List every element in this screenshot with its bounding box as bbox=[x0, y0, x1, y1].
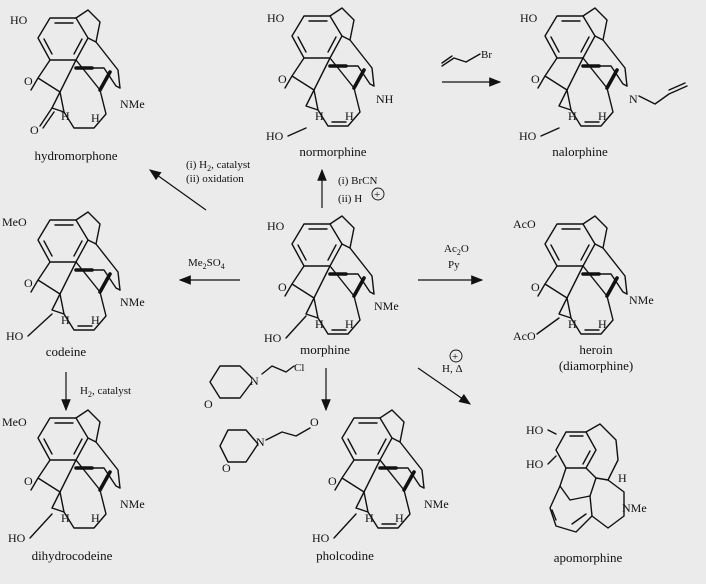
structure-hydromorphone: HO O H H NMe O bbox=[10, 8, 145, 137]
atom-h: H bbox=[315, 109, 324, 123]
structure-normorphine: HO O H H NH HO bbox=[266, 6, 394, 143]
atom-h: H bbox=[91, 511, 100, 525]
atom-h: H bbox=[345, 317, 354, 331]
atom-o-ether: O bbox=[310, 415, 319, 429]
structure-dihydrocodeine: MeO O H H NMe HO bbox=[2, 408, 145, 545]
atom-o: O bbox=[24, 74, 33, 88]
atom-ho: HO bbox=[6, 329, 24, 343]
atom-h: H bbox=[618, 471, 627, 485]
atom-o: O bbox=[278, 72, 287, 86]
label-apomorphine: apomorphine bbox=[554, 550, 623, 565]
atom-n: N bbox=[256, 435, 265, 449]
arrow-to-apomorphine bbox=[417, 367, 471, 405]
atom-nme: NMe bbox=[120, 295, 145, 309]
atom-h: H bbox=[315, 317, 324, 331]
atom-h: H bbox=[61, 511, 70, 525]
reagent-acid-heat: H, Δ bbox=[442, 363, 463, 375]
label-heroin: heroin bbox=[579, 342, 613, 357]
atom-meo: MeO bbox=[2, 415, 27, 429]
atom-nme: NMe bbox=[120, 497, 145, 511]
atom-h: H bbox=[568, 317, 577, 331]
reagent-chloro: Cl bbox=[294, 362, 304, 374]
reagent-ac2o: Ac2O bbox=[444, 243, 469, 257]
label-codeine: codeine bbox=[46, 344, 87, 359]
structure-nalorphine: HO O H H N HO bbox=[519, 6, 688, 143]
atom-ho: HO bbox=[526, 423, 544, 437]
reagent-h2-catalyst-2: H2, catalyst bbox=[80, 385, 131, 399]
atom-ho: HO bbox=[10, 13, 28, 27]
label-dihydrocodeine: dihydrocodeine bbox=[32, 548, 113, 563]
arrow-to-hydromorphone bbox=[149, 169, 207, 211]
reagent-pyridine: Py bbox=[448, 259, 460, 271]
atom-o: O bbox=[278, 280, 287, 294]
reagent-brcn: (i) BrCN bbox=[338, 175, 377, 187]
atom-h: H bbox=[365, 511, 374, 525]
structure-morphine: HO O H H NMe HO bbox=[264, 214, 399, 345]
atom-aco: AcO bbox=[513, 329, 536, 343]
atom-o: O bbox=[531, 280, 540, 294]
atom-nme: NMe bbox=[120, 97, 145, 111]
atom-n: N bbox=[629, 92, 638, 106]
structure-apomorphine: HO HO H NMe bbox=[526, 423, 647, 533]
structure-codeine: MeO O H H NMe HO bbox=[2, 210, 145, 343]
atom-aco: AcO bbox=[513, 217, 536, 231]
reagent-me2so4: Me2SO4 bbox=[188, 257, 225, 271]
atom-o: O bbox=[531, 72, 540, 86]
atom-h: H bbox=[345, 109, 354, 123]
atom-nme: NMe bbox=[629, 293, 654, 307]
atom-nme: NMe bbox=[622, 501, 647, 515]
atom-o: O bbox=[222, 461, 231, 475]
reagent-allyl-bromide: Br bbox=[481, 49, 492, 61]
atom-nme: NMe bbox=[424, 497, 449, 511]
label-normorphine: normorphine bbox=[299, 144, 366, 159]
atom-h: H bbox=[91, 111, 100, 125]
atom-ho: HO bbox=[312, 531, 330, 545]
plus-sign: + bbox=[374, 189, 380, 201]
label-pholcodine: pholcodine bbox=[316, 548, 374, 563]
atom-n: N bbox=[250, 374, 259, 388]
label-hydromorphone: hydromorphone bbox=[34, 148, 117, 163]
structure-heroin: AcO O H H NMe AcO bbox=[513, 214, 654, 343]
atom-ho: HO bbox=[267, 11, 285, 25]
atom-nme: NMe bbox=[374, 299, 399, 313]
morpholinoethyl-substituent: N O bbox=[219, 427, 311, 475]
atom-h: H bbox=[61, 313, 70, 327]
label-heroin-alt: (diamorphine) bbox=[559, 358, 633, 373]
atom-meo: MeO bbox=[2, 215, 27, 229]
atom-o: O bbox=[24, 474, 33, 488]
atom-ho: HO bbox=[519, 129, 537, 143]
plus-sign: + bbox=[452, 351, 458, 363]
atom-h: H bbox=[568, 109, 577, 123]
atom-h: H bbox=[598, 109, 607, 123]
atom-ho: HO bbox=[264, 331, 282, 345]
atom-ho: HO bbox=[267, 219, 285, 233]
reagent-acid: (ii) H bbox=[338, 193, 362, 205]
atom-h: H bbox=[395, 511, 404, 525]
structure-pholcodine: O H H NMe HO O bbox=[310, 408, 449, 545]
atom-o: O bbox=[328, 474, 337, 488]
atom-ho: HO bbox=[526, 457, 544, 471]
atom-o: O bbox=[30, 123, 39, 137]
atom-o: O bbox=[24, 276, 33, 290]
atom-ho: HO bbox=[520, 11, 538, 25]
atom-h: H bbox=[61, 109, 70, 123]
reagent-h2-catalyst: (i) H2, catalyst bbox=[186, 159, 250, 173]
reagent-oxidation: (ii) oxidation bbox=[186, 173, 244, 185]
atom-ho: HO bbox=[8, 531, 26, 545]
atom-h: H bbox=[91, 313, 100, 327]
atom-nh: NH bbox=[376, 92, 394, 106]
atom-ho: HO bbox=[266, 129, 284, 143]
atom-o: O bbox=[204, 397, 213, 411]
label-nalorphine: nalorphine bbox=[552, 144, 608, 159]
label-morphine: morphine bbox=[300, 342, 350, 357]
atom-h: H bbox=[598, 317, 607, 331]
reagent-chloroethylmorpholine: N O Cl bbox=[204, 362, 304, 411]
